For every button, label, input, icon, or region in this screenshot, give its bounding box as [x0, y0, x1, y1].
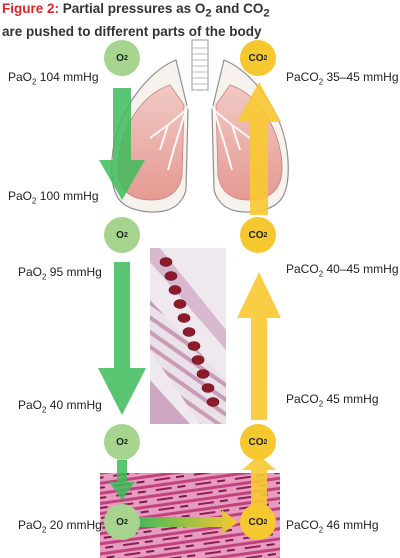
capillary-micrograph — [150, 248, 226, 424]
pao2-label-tissue: PaO2 20 mmHg — [18, 518, 102, 535]
o2-arrow-tissue — [109, 460, 135, 500]
co2-arrow-lungs — [237, 82, 281, 215]
figure-title: Figure 2: Partial pressures as O2 and CO… — [2, 0, 398, 40]
co2-arrow-tissue — [242, 455, 276, 508]
title-line2: are pushed to different parts of the bod… — [2, 23, 262, 39]
paco2-label-lungs: PaCO2 35–45 mmHg — [286, 70, 399, 87]
paco2-label-arterial: PaCO2 40–45 mmHg — [286, 262, 399, 279]
lungs-illustration — [111, 39, 289, 213]
co2-arrow-capillary — [237, 272, 281, 420]
o2-arrow-lungs — [99, 88, 145, 200]
pao2-label-arterial: PaO2 95 mmHg — [18, 265, 102, 282]
title-line1: Partial pressures as O2 and CO2 — [62, 1, 270, 20]
o2-arrow-capillary — [98, 262, 146, 415]
pao2-label-lungs: PaO2 104 mmHg — [8, 70, 99, 87]
figure-label: Figure 2: — [2, 1, 60, 16]
pao2-label-venous: PaO2 40 mmHg — [18, 398, 102, 415]
paco2-label-tissue: PaCO2 46 mmHg — [286, 518, 379, 535]
exchange-arrow — [140, 510, 238, 534]
paco2-label-venous: PaCO2 45 mmHg — [286, 392, 379, 409]
o2-arrows — [98, 88, 146, 500]
pao2-label-capillary-entry: PaO2 100 mmHg — [8, 189, 99, 206]
co2-arrows — [237, 82, 281, 508]
